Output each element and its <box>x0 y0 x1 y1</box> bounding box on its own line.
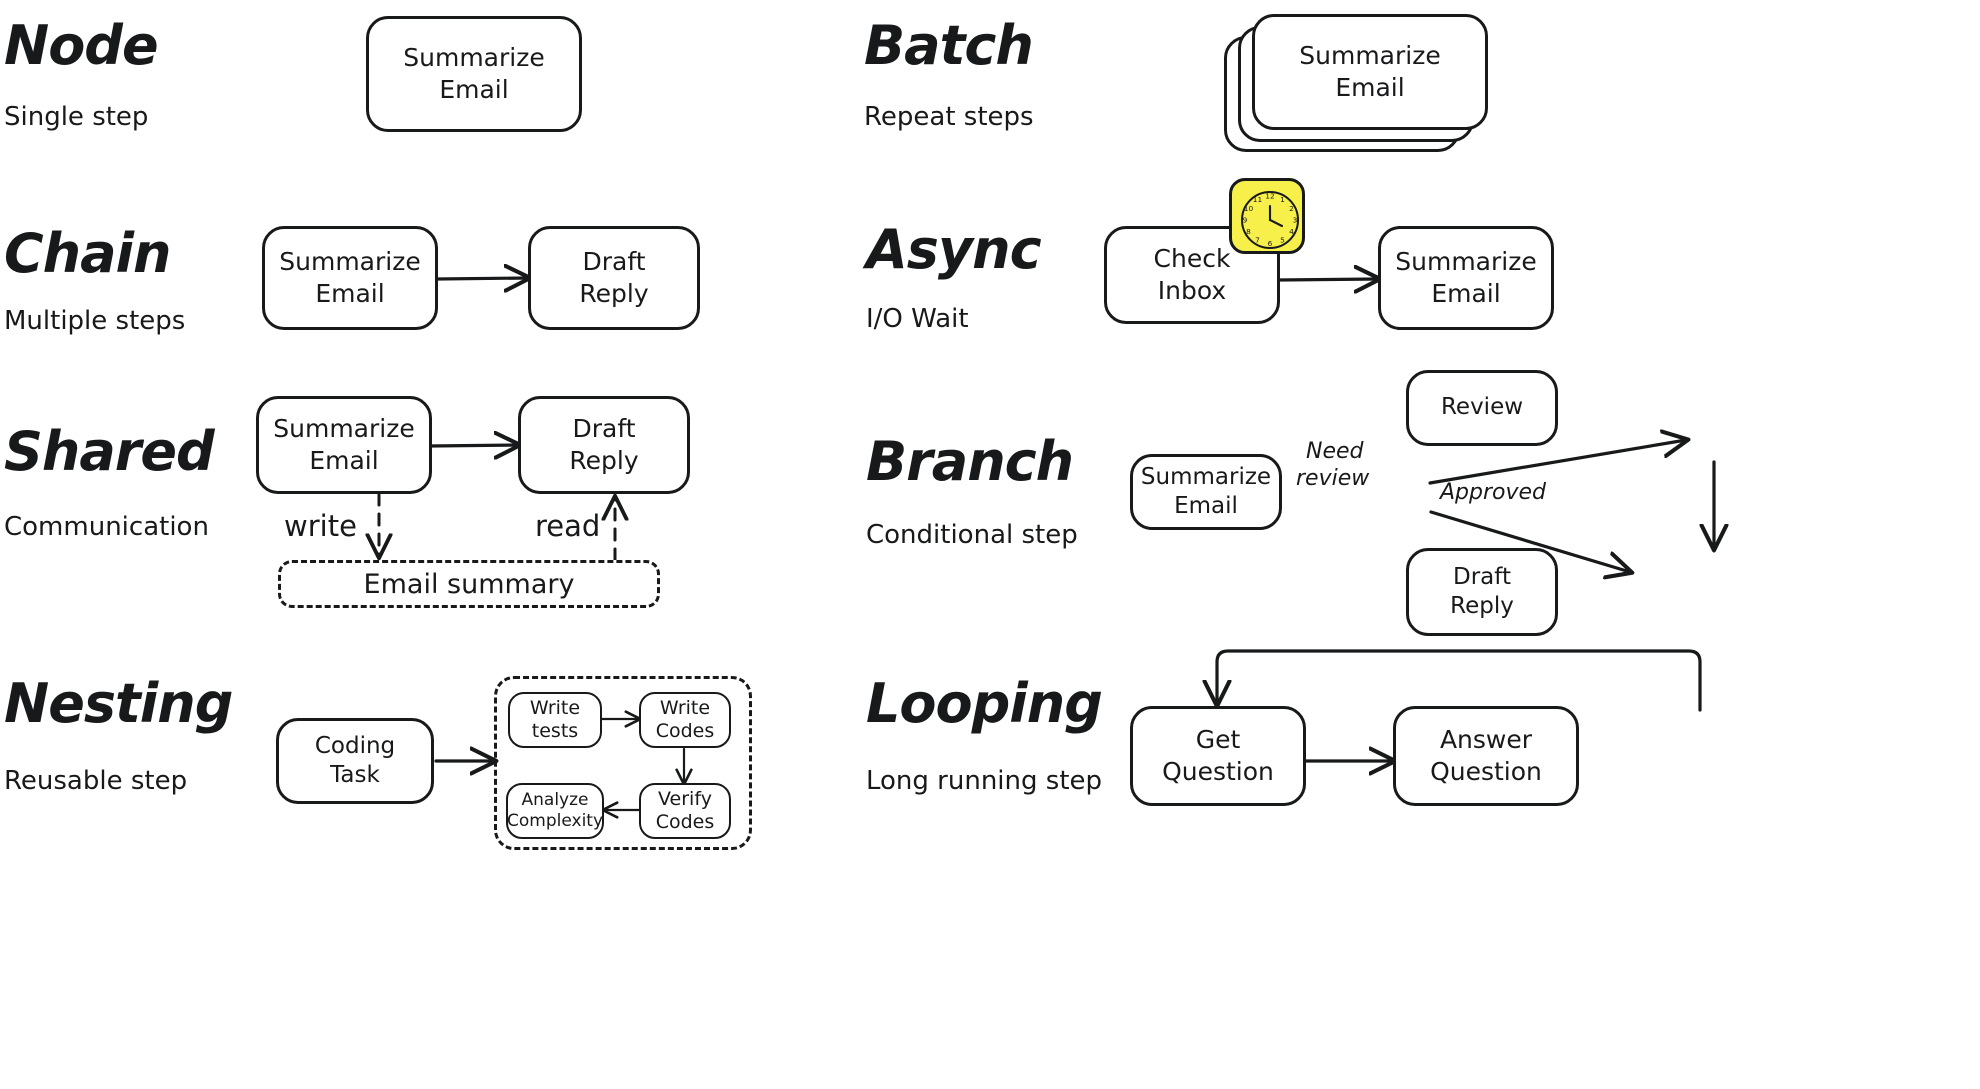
svg-text:6: 6 <box>1268 239 1273 248</box>
pattern-title-async: Async <box>866 218 1042 281</box>
pattern-subtitle-looping: Long running step <box>866 766 1103 796</box>
branch-need-review-arrow <box>1428 440 1686 485</box>
branch-node-review[interactable]: Review <box>1406 370 1558 446</box>
clock-face: 12 1 2 3 4 5 6 7 8 9 10 11 <box>1241 191 1299 249</box>
svg-text:12: 12 <box>1265 192 1274 201</box>
branch-label-approved: Approved <box>1440 480 1547 505</box>
svg-text:1: 1 <box>1280 195 1285 204</box>
svg-text:7: 7 <box>1255 236 1260 245</box>
svg-text:4: 4 <box>1289 227 1294 236</box>
clock-icon: 12 1 2 3 4 5 6 7 8 9 10 11 <box>1229 178 1305 254</box>
pattern-subtitle-branch: Conditional step <box>866 520 1078 550</box>
async-arrow <box>1276 279 1378 280</box>
pattern-subtitle-shared: Communication <box>4 512 209 542</box>
shared-arrow <box>428 445 518 446</box>
pattern-subtitle-batch: Repeat steps <box>864 102 1034 132</box>
shared-write-label: write <box>284 509 357 543</box>
pattern-subtitle-node: Single step <box>4 102 149 132</box>
pattern-title-node: Node <box>4 14 159 77</box>
pattern-title-batch: Batch <box>864 14 1034 77</box>
node-label: Review <box>1440 394 1524 421</box>
pattern-title-chain: Chain <box>4 222 171 285</box>
svg-text:11: 11 <box>1253 195 1263 204</box>
shared-read-label: read <box>535 509 601 543</box>
looping-back-arrow <box>1217 649 1702 712</box>
pattern-title-nesting: Nesting <box>4 672 233 735</box>
pattern-subtitle-async: I/O Wait <box>866 304 969 334</box>
branch-label-need: Need <box>1306 439 1364 464</box>
pattern-subtitle-nesting: Reusable step <box>4 766 188 796</box>
pattern-title-shared: Shared <box>4 420 215 483</box>
pattern-title-looping: Looping <box>866 672 1103 735</box>
chain-arrow <box>435 278 528 279</box>
shared-store-email-summary[interactable]: Email summary <box>278 560 660 608</box>
shared-store-label: Email summary <box>363 568 575 600</box>
pattern-subtitle-chain: Multiple steps <box>4 306 186 336</box>
pattern-title-branch: Branch <box>866 430 1074 493</box>
svg-text:8: 8 <box>1246 227 1251 236</box>
svg-text:3: 3 <box>1293 216 1298 225</box>
branch-label-review: review <box>1296 466 1370 491</box>
svg-text:10: 10 <box>1244 204 1254 213</box>
svg-text:9: 9 <box>1243 216 1248 225</box>
svg-text:5: 5 <box>1280 236 1285 245</box>
svg-text:2: 2 <box>1289 204 1294 213</box>
